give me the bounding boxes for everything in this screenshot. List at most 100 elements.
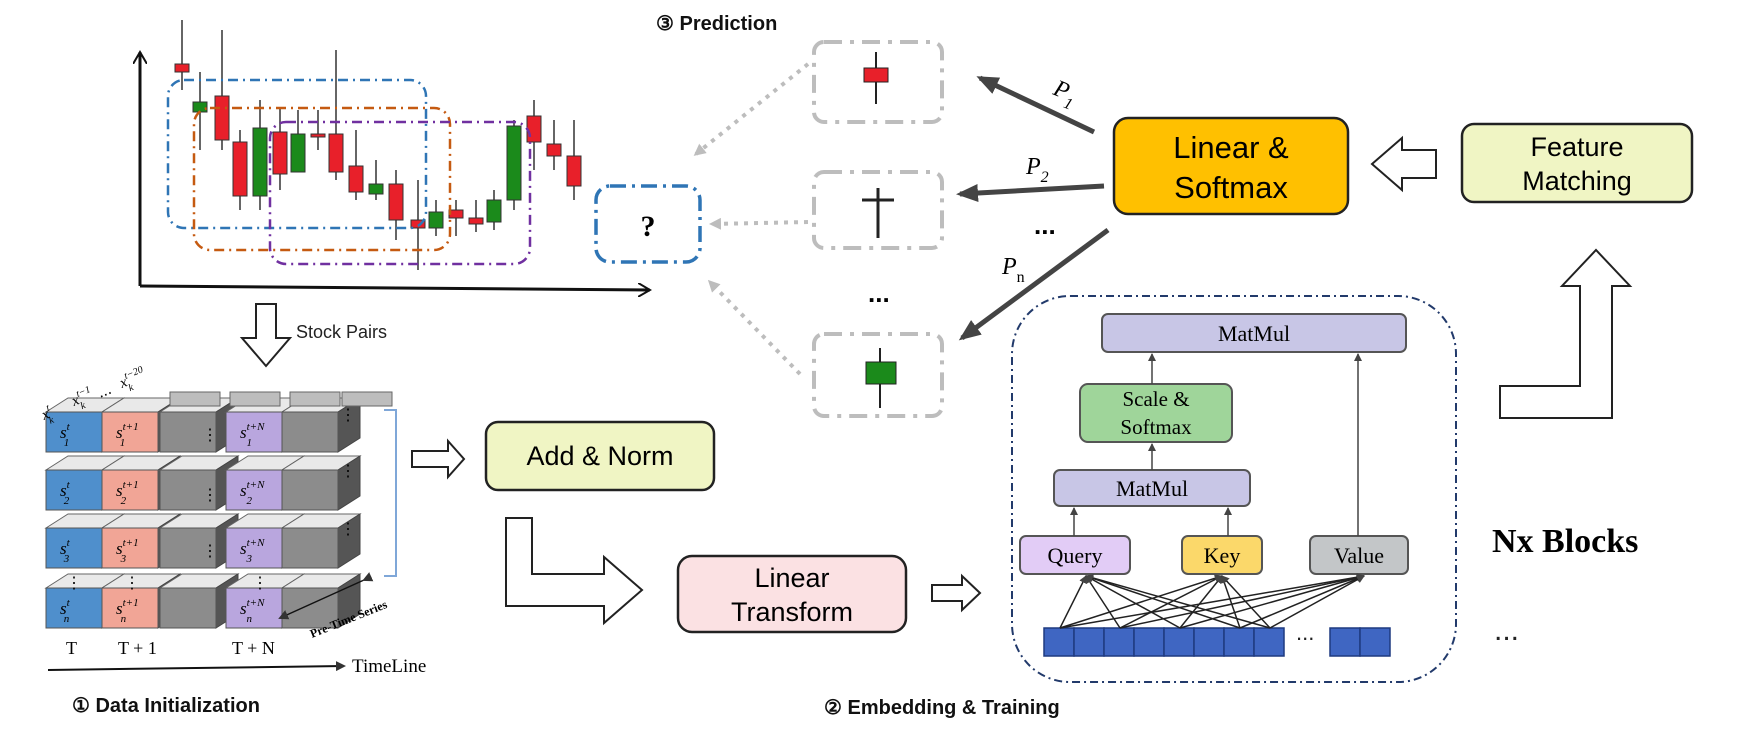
embedding-cell	[1043, 627, 1075, 657]
candle-body	[290, 133, 306, 173]
window-orange	[192, 106, 452, 252]
candidate-box-3	[812, 332, 944, 418]
feature-label: xt−1k	[67, 384, 97, 415]
arrow-pn	[958, 227, 1110, 341]
candle-body	[410, 219, 426, 229]
cube-ellipsis: ⋮	[66, 575, 82, 592]
embedding-connections	[1059, 573, 1365, 629]
cube-back-row	[229, 391, 281, 407]
embedding-cell	[1223, 627, 1255, 657]
candle-body	[388, 183, 404, 221]
embedding-cell	[1253, 627, 1285, 657]
candle-body	[368, 183, 384, 195]
dotted-arrow-2	[709, 217, 809, 230]
nx-blocks-ellipsis: ...	[1494, 614, 1519, 647]
cube-front-face	[159, 411, 217, 453]
cube-front-face	[225, 587, 283, 629]
feature-ellipsis: ...	[95, 381, 114, 402]
cube-ellipsis: ⋮	[202, 543, 218, 560]
candle-body	[486, 199, 502, 223]
embedding-cell	[1163, 627, 1195, 657]
candle-body	[428, 211, 444, 229]
scale-softmax-label-1: Scale &	[1122, 387, 1189, 411]
embedding-ellipsis: ...	[1296, 620, 1314, 645]
arrow-to-linear-softmax	[1370, 135, 1437, 193]
question-mark: ?	[641, 210, 656, 243]
cube-ellipsis: ⋮	[340, 463, 356, 480]
cube-ellipsis: ⋮	[124, 575, 140, 592]
candidate-box-1	[812, 40, 944, 124]
scale-softmax-label-2: Softmax	[1120, 415, 1192, 439]
matmul-mid-label: MatMul	[1116, 476, 1188, 501]
linear-transform-box	[676, 554, 908, 634]
embedding-link	[1179, 574, 1365, 629]
window-blue	[166, 78, 428, 230]
prediction-title: ③ Prediction	[656, 13, 777, 35]
cube-front-face	[45, 587, 103, 629]
time-label-tn: T + N	[232, 638, 275, 658]
chart-x-axis	[139, 286, 650, 290]
cube-front-face	[159, 587, 217, 629]
cube-grid-bracket	[384, 409, 397, 577]
embedding-cell	[1359, 627, 1391, 657]
cube-ellipsis: ⋮	[202, 487, 218, 504]
linear-softmax-label-1: Linear &	[1173, 130, 1289, 165]
embedding-cell	[1103, 627, 1135, 657]
cube-front-face	[225, 411, 283, 453]
prob-label-p2: P2	[1025, 154, 1049, 186]
dotted-arrow-3	[707, 279, 802, 376]
embedding-cell	[1193, 627, 1225, 657]
cube-front-face	[225, 469, 283, 511]
feature-matching-box	[1460, 122, 1694, 204]
candidate-box-2	[812, 170, 944, 250]
scale-softmax-box	[1079, 383, 1233, 443]
data-initialization-title: ① Data Initialization	[72, 695, 260, 717]
cube-front-face	[159, 469, 217, 511]
stock-pairs-arrow	[239, 303, 293, 368]
add-norm-label: Add & Norm	[526, 441, 673, 471]
arrow-to-attention-block	[931, 573, 982, 613]
embedding-cell	[1073, 627, 1105, 657]
cube-front-face	[281, 527, 339, 569]
candle-body	[566, 155, 582, 187]
embedding-link	[1239, 575, 1365, 629]
candles	[174, 20, 582, 270]
timeline-arrow	[47, 661, 346, 672]
candle-body	[506, 125, 522, 201]
arrow-to-add-norm	[411, 438, 466, 480]
feature-matching-label-1: Feature	[1530, 132, 1623, 162]
embedding-link	[1220, 575, 1241, 629]
cube-front-face	[45, 411, 103, 453]
embedding-link	[1119, 575, 1223, 629]
attention-block-frame	[1011, 295, 1457, 683]
nx-blocks-label: Nx Blocks	[1492, 523, 1638, 560]
embedding-link	[1085, 575, 1181, 629]
query-label: Query	[1048, 543, 1103, 568]
cube-front-face	[45, 527, 103, 569]
time-label-t: T	[66, 638, 77, 658]
time-label-t1: T + 1	[118, 638, 157, 658]
cube-ellipsis: ⋮	[252, 575, 268, 592]
cube-front-face	[281, 469, 339, 511]
candle-body	[310, 133, 326, 138]
elbow-arrow-to-linear-transform	[505, 517, 644, 626]
linear-transform-label-2: Transform	[731, 597, 853, 627]
cube-ellipsis: ⋮	[340, 521, 356, 538]
stock-cube	[280, 455, 362, 511]
candle-body	[232, 141, 248, 197]
prob-label-pn: Pn	[1001, 254, 1025, 286]
embedding-link	[1221, 575, 1271, 629]
